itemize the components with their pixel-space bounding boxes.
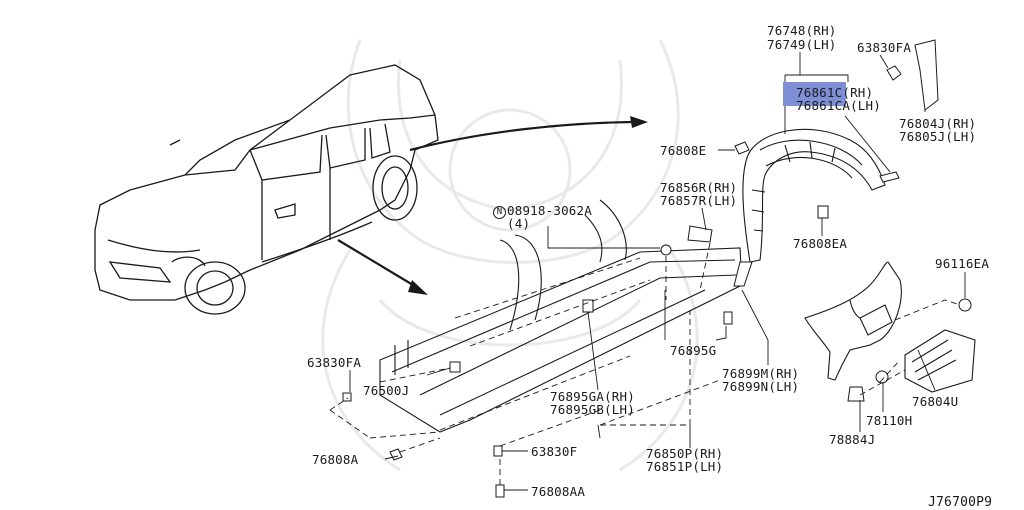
part-label-76805j-lh[interactable]: 76805J(LH) xyxy=(899,129,977,144)
part-label-76804j-rh[interactable]: 76804J(RH) xyxy=(899,116,977,131)
part-label-96116ea[interactable]: 96116EA xyxy=(935,256,990,271)
part-label-76808ea[interactable]: 76808EA xyxy=(793,236,848,251)
part-label-76895g[interactable]: 76895G xyxy=(670,343,717,358)
part-label-76856r-rh[interactable]: 76856R(RH) xyxy=(660,180,738,195)
part-label-76808e[interactable]: 76808E xyxy=(660,143,707,158)
part-label-76895ga-rh[interactable]: 76895GA(RH) xyxy=(550,389,635,404)
arrow-heads xyxy=(408,116,648,295)
part-label-76861c-rh[interactable]: 76861C(RH) xyxy=(796,86,873,99)
rear-fender-panel-shape xyxy=(804,261,976,393)
part-label-76895gb-lh[interactable]: 76895GB(LH) xyxy=(550,402,635,417)
circled-n-marker: N xyxy=(493,206,506,219)
part-label-76850p-rh[interactable]: 76850P(RH) xyxy=(646,446,724,461)
part-label-76899m-rh[interactable]: 76899M(RH) xyxy=(722,366,800,381)
clips-and-fasteners xyxy=(342,39,972,498)
part-label-76861ca-lh[interactable]: 76861CA(LH) xyxy=(796,98,881,113)
part-label-76808aa[interactable]: 76808AA xyxy=(531,484,586,499)
part-label-63830fa-left[interactable]: 63830FA xyxy=(307,355,362,370)
car-illustration xyxy=(94,64,439,315)
part-number-76861c: 76861C xyxy=(796,85,843,100)
part-label-76899n-lh[interactable]: 76899N(LH) xyxy=(722,379,800,394)
part-qty-08918: (4) xyxy=(507,216,531,231)
part-label-76748-rh[interactable]: 76748(RH) xyxy=(767,23,837,38)
part-label-78110h[interactable]: 78110H xyxy=(866,413,913,428)
watermark-emblem xyxy=(321,39,699,472)
part-label-63830fa-top[interactable]: 63830FA xyxy=(857,40,912,55)
part-label-76749-lh[interactable]: 76749(LH) xyxy=(767,37,837,52)
part-label-76500j[interactable]: 76500J xyxy=(363,383,410,398)
side-rh: (RH) xyxy=(842,85,874,100)
part-number-08918-3062a: 08918-3062A xyxy=(507,203,592,218)
part-label-76804u[interactable]: 76804U xyxy=(912,394,959,409)
highlighted-part-box xyxy=(783,82,846,106)
part-label-76857r-lh[interactable]: 76857R(LH) xyxy=(660,193,738,208)
pointer-arrows xyxy=(337,120,633,289)
part-label-76851p-lh[interactable]: 76851P(LH) xyxy=(646,459,724,474)
part-label-63830f[interactable]: 63830F xyxy=(531,444,578,459)
leader-lines xyxy=(349,52,966,491)
part-label-76808a[interactable]: 76808A xyxy=(312,452,359,467)
diagram-reference-id: J76700P9 xyxy=(928,495,993,510)
sill-garnish-shape xyxy=(379,199,743,433)
dashed-guide-lines xyxy=(329,242,961,485)
part-label-78884j[interactable]: 78884J xyxy=(829,432,876,447)
